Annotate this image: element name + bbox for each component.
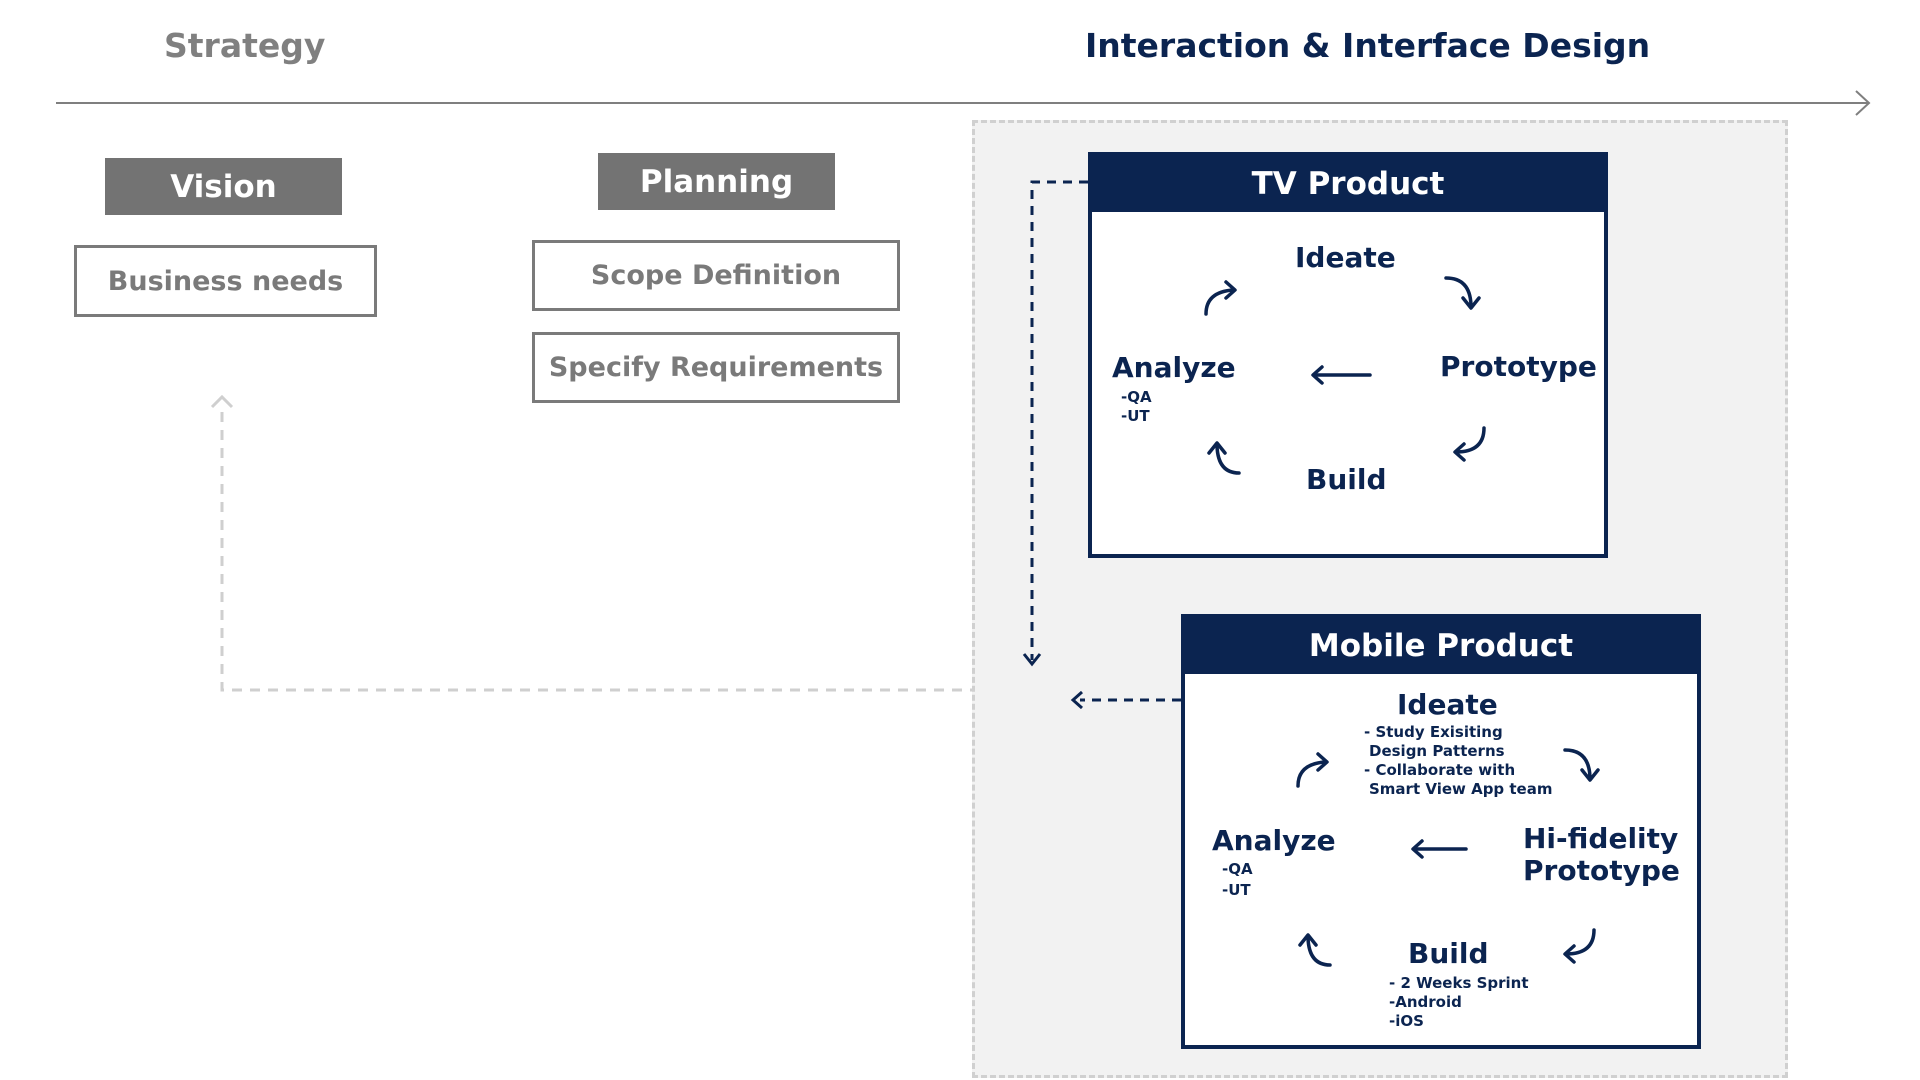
mobile-to-left-arrow <box>1070 690 1181 710</box>
tv-analyze-label: Analyze <box>1112 351 1236 384</box>
mobile-build-note-1: - 2 Weeks Sprint <box>1389 974 1529 992</box>
strategy-phase-title: Strategy <box>164 26 326 65</box>
mobile-build-note-3: -iOS <box>1389 1012 1424 1030</box>
mobile-analyze-note-qa: -QA <box>1222 860 1253 878</box>
mobile-ideate-note-2: Design Patterns <box>1369 742 1505 760</box>
specify-requirements-box: Specify Requirements <box>532 332 900 403</box>
mobile-analyze-note-ut: -UT <box>1222 881 1251 899</box>
tv-build-label: Build <box>1306 463 1387 496</box>
planning-header: Planning <box>598 153 835 210</box>
vision-header: Vision <box>105 158 342 215</box>
mobile-cycle-arrows <box>1296 748 1600 967</box>
mobile-build-label: Build <box>1408 937 1489 970</box>
tv-prototype-label: Prototype <box>1440 350 1597 383</box>
tv-analyze-note-qa: -QA <box>1121 388 1152 406</box>
business-needs-box: Business needs <box>74 245 377 317</box>
mobile-product-header: Mobile Product <box>1185 618 1697 674</box>
mobile-product-title: Mobile Product <box>1308 628 1574 664</box>
tv-cycle-arrows <box>1204 276 1486 475</box>
timeline-arrow <box>56 90 1871 116</box>
mobile-ideate-label: Ideate <box>1397 688 1498 721</box>
mobile-ideate-note-4: Smart View App team <box>1369 780 1553 798</box>
tv-product-title: TV Product <box>1251 166 1445 202</box>
tv-analyze-note-ut: -UT <box>1121 407 1150 425</box>
planning-header-label: Planning <box>639 163 794 200</box>
mobile-ideate-note-3: - Collaborate with <box>1364 761 1516 779</box>
feedback-loop-arrow <box>210 394 972 692</box>
business-needs-label: Business needs <box>107 265 344 297</box>
tv-ideate-label: Ideate <box>1295 241 1396 274</box>
mobile-analyze-label: Analyze <box>1212 824 1336 857</box>
mobile-ideate-note-1: - Study Exisiting <box>1364 723 1503 741</box>
ixd-phase-title: Interaction & Interface Design <box>1085 26 1651 65</box>
mobile-prototype-label-line1: Hi-fidelity <box>1523 822 1679 855</box>
tv-product-header: TV Product <box>1092 156 1604 212</box>
specify-requirements-label: Specify Requirements <box>548 352 884 383</box>
scope-definition-label: Scope Definition <box>590 260 842 291</box>
mobile-build-note-2: -Android <box>1389 993 1462 1011</box>
tv-to-mobile-arrow <box>1022 180 1088 667</box>
mobile-prototype-label-line2: Prototype <box>1523 854 1680 887</box>
vision-header-label: Vision <box>170 168 277 205</box>
scope-definition-box: Scope Definition <box>532 240 900 311</box>
tv-product-box: TV Product <box>1088 152 1608 558</box>
mobile-product-box: Mobile Product <box>1181 614 1701 1049</box>
